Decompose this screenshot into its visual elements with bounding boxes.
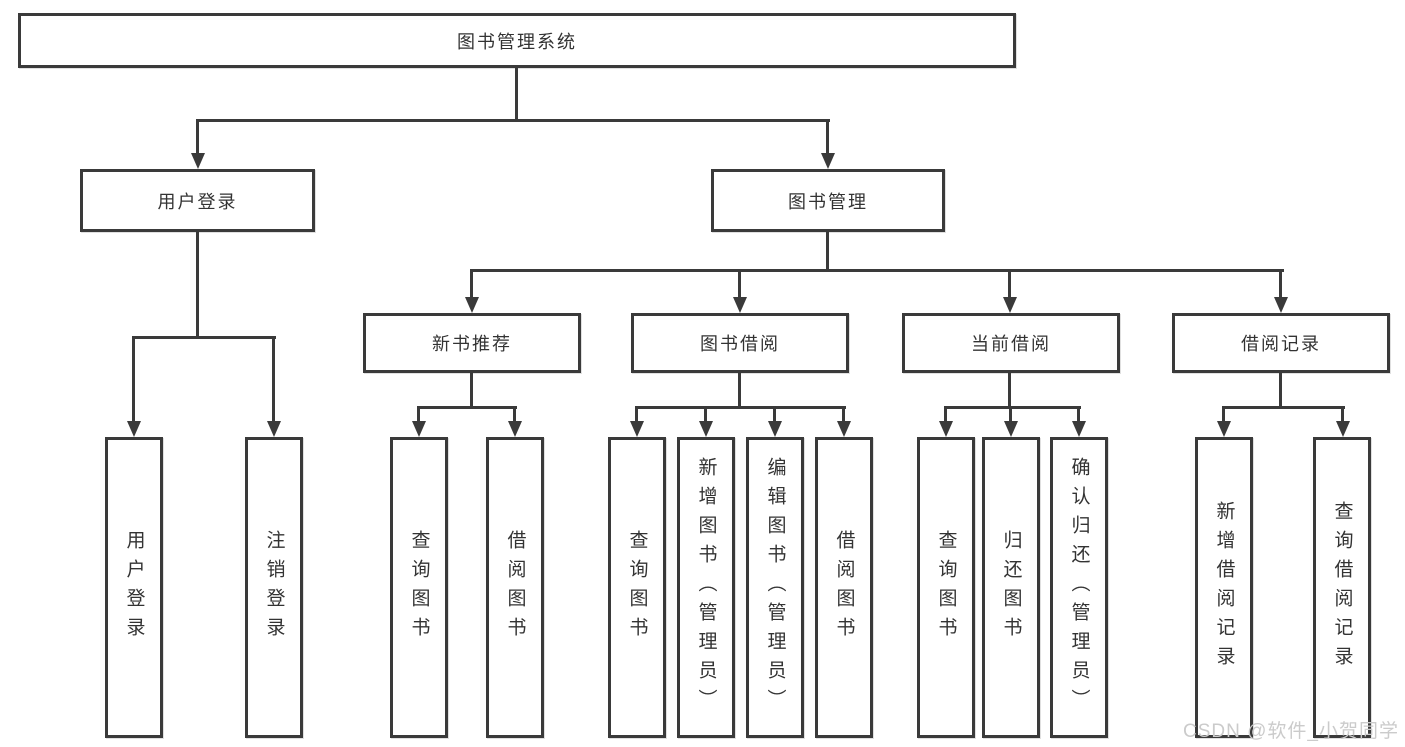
connector (773, 406, 776, 423)
arrowhead-down-icon (1217, 421, 1231, 437)
connector (1222, 406, 1225, 423)
leaf-borrow-books: 借阅图书 (815, 437, 873, 738)
node-user-login: 用户登录 (80, 169, 315, 232)
connector (944, 406, 947, 423)
connector (1279, 269, 1282, 299)
arrowhead-down-icon (1336, 421, 1350, 437)
arrowhead-down-icon (127, 421, 141, 437)
connector (470, 269, 1284, 272)
connector (132, 336, 135, 422)
arrowhead-down-icon (267, 421, 281, 437)
connector (196, 232, 199, 338)
leaf-label: 新增借阅记录 (1213, 500, 1235, 675)
arrowhead-down-icon (733, 297, 747, 313)
leaf-user-login: 用户登录 (105, 437, 163, 738)
connector (826, 119, 829, 155)
leaf-label: 查询借阅记录 (1331, 500, 1353, 675)
connector (842, 406, 845, 423)
connector (132, 336, 276, 339)
connector (1009, 406, 1012, 423)
leaf-query-books: 查询图书 (608, 437, 666, 738)
arrowhead-down-icon (412, 421, 426, 437)
arrowhead-down-icon (837, 421, 851, 437)
connector (704, 406, 707, 423)
connector (513, 406, 516, 423)
connector (1008, 269, 1011, 299)
arrowhead-down-icon (465, 297, 479, 313)
connector (470, 269, 473, 299)
node-book-management: 图书管理 (711, 169, 945, 232)
arrowhead-down-icon (821, 153, 835, 169)
connector (738, 269, 741, 299)
leaf-label: 查询图书 (626, 529, 648, 646)
connector (635, 406, 846, 409)
connector (417, 406, 420, 423)
csdn-watermark: CSDN @软件_小贺同学 (1183, 721, 1399, 742)
arrowhead-down-icon (508, 421, 522, 437)
leaf-label: 借阅图书 (504, 529, 526, 646)
connector (1279, 373, 1282, 409)
arrowhead-down-icon (630, 421, 644, 437)
leaf-label: 确认归还（管理员） (1068, 457, 1090, 718)
leaf-add-borrow-record: 新增借阅记录 (1195, 437, 1253, 738)
node-book-borrowing: 图书借阅 (631, 313, 849, 373)
arrowhead-down-icon (768, 421, 782, 437)
leaf-query-books: 查询图书 (390, 437, 448, 738)
connector (196, 119, 199, 155)
connector (738, 373, 741, 409)
connector (826, 232, 829, 271)
leaf-label: 注销登录 (263, 529, 285, 646)
connector (470, 373, 473, 409)
connector (635, 406, 638, 423)
leaf-query-books: 查询图书 (917, 437, 975, 738)
leaf-borrow-books: 借阅图书 (486, 437, 544, 738)
leaf-label: 查询图书 (408, 529, 430, 646)
node-current-borrowing: 当前借阅 (902, 313, 1120, 373)
connector (272, 336, 275, 422)
arrowhead-down-icon (1274, 297, 1288, 313)
connector (1222, 406, 1345, 409)
leaf-edit-books-admin: 编辑图书（管理员） (746, 437, 804, 738)
connector (417, 406, 517, 409)
arrowhead-down-icon (1072, 421, 1086, 437)
leaf-add-books-admin: 新增图书（管理员） (677, 437, 735, 738)
connector (515, 67, 518, 121)
arrowhead-down-icon (699, 421, 713, 437)
connector (944, 406, 1081, 409)
leaf-label: 查询图书 (935, 529, 957, 646)
connector (1077, 406, 1080, 423)
node-borrowing-records: 借阅记录 (1172, 313, 1390, 373)
leaf-confirm-return-admin: 确认归还（管理员） (1050, 437, 1108, 738)
leaf-label: 归还图书 (1000, 529, 1022, 646)
leaf-label: 新增图书（管理员） (695, 457, 717, 718)
arrowhead-down-icon (939, 421, 953, 437)
arrowhead-down-icon (1003, 297, 1017, 313)
leaf-logout: 注销登录 (245, 437, 303, 738)
leaf-label: 编辑图书（管理员） (764, 457, 786, 718)
leaf-label: 借阅图书 (833, 529, 855, 646)
connector (196, 119, 830, 122)
node-root-system: 图书管理系统 (18, 13, 1016, 68)
leaf-label: 用户登录 (123, 529, 145, 646)
arrowhead-down-icon (191, 153, 205, 169)
connector (1008, 373, 1011, 409)
leaf-return-books: 归还图书 (982, 437, 1040, 738)
leaf-query-borrow-record: 查询借阅记录 (1313, 437, 1371, 738)
node-new-book-recommendation: 新书推荐 (363, 313, 581, 373)
arrowhead-down-icon (1004, 421, 1018, 437)
connector (1341, 406, 1344, 423)
